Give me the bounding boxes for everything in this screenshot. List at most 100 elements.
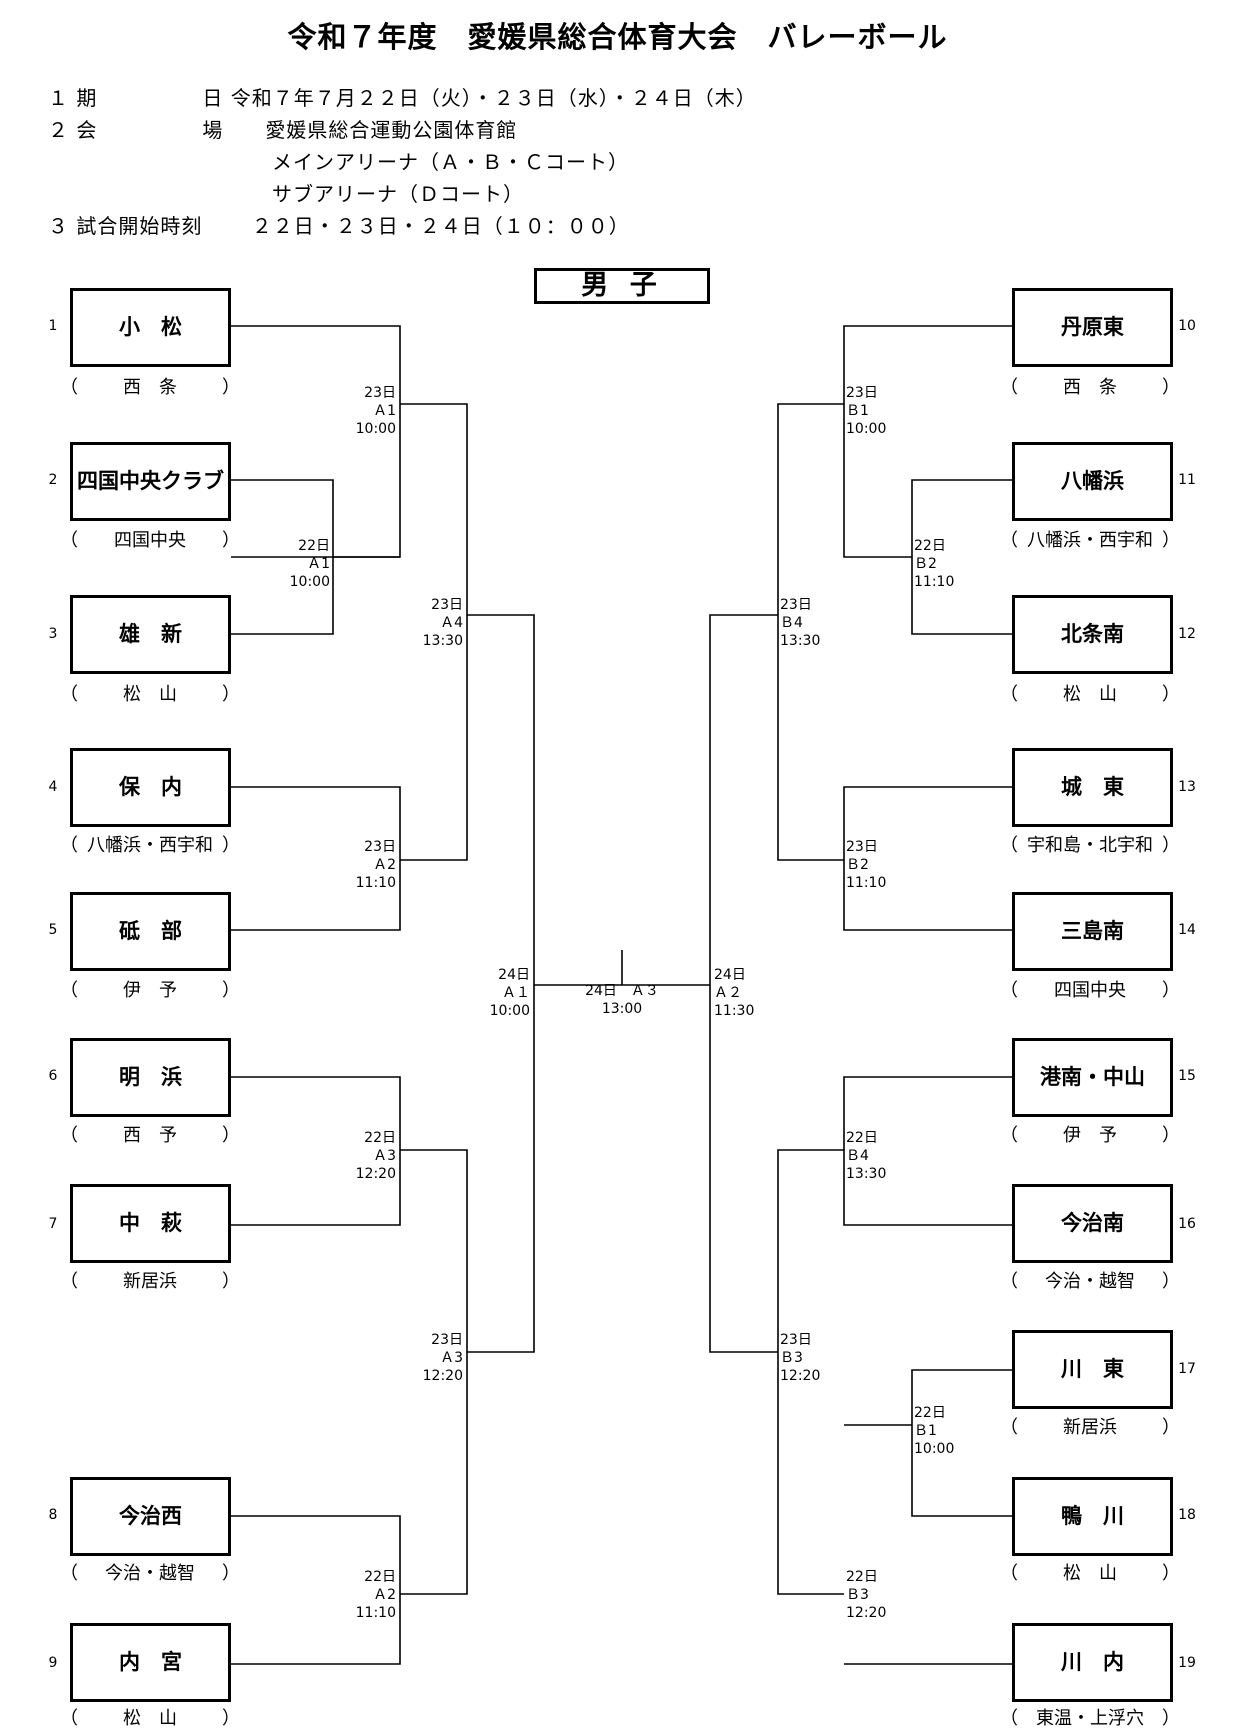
match-label: 23日 Ａ3 12:20 — [422, 1332, 463, 1384]
team-box: 北条南 — [1012, 595, 1173, 674]
team-region-text: 宇和島・北宇和 — [1027, 835, 1153, 856]
team-number: 1 — [48, 318, 58, 334]
team-number: 15 — [1178, 1068, 1196, 1084]
team-number: 6 — [48, 1068, 58, 1084]
info-venue: ２ 会 場 愛媛県総合運動公園体育館 — [48, 118, 518, 142]
info-main-arena: メインアリーナ（Ａ・Ｂ・Ｃコート） — [272, 150, 629, 174]
match-label: 22日 Ｂ1 10:00 — [914, 1405, 955, 1457]
match-label: 22日 Ａ3 12:20 — [355, 1130, 396, 1182]
team-region: （伊 予） — [60, 976, 240, 1002]
info-start-time: ３ 試合開始時刻 ２２日・２３日・２４日（１０：００） — [48, 214, 630, 238]
team-region-text: 新居浜 — [1063, 1417, 1117, 1438]
team-region-text: 西 予 — [123, 1125, 177, 1146]
team-region: （新居浜） — [60, 1267, 240, 1293]
team-box: 四国中央クラブ — [70, 442, 231, 521]
team-region-text: 伊 予 — [1063, 1125, 1117, 1146]
final-match-label: 24日 Ａ３ 13:00 — [585, 983, 659, 1017]
team-number: 7 — [48, 1216, 58, 1232]
match-label: 23日 Ａ1 10:00 — [355, 385, 396, 437]
page-title: 令和７年度 愛媛県総合体育大会 バレーボール — [287, 20, 948, 54]
team-box: 今治西 — [70, 1477, 231, 1556]
team-region-text: 今治・越智 — [105, 1563, 195, 1584]
team-region-text: 松 山 — [1063, 684, 1117, 705]
team-region-text: 東温・上浮穴 — [1036, 1708, 1144, 1729]
match-label: 22日 Ｂ3 12:20 — [846, 1569, 887, 1621]
info-dates: １ 期 日 令和７年７月２２日（火）・２３日（水）・２４日（木） — [48, 86, 757, 110]
match-label: 23日 Ｂ1 10:00 — [846, 385, 887, 437]
team-region: （松 山） — [60, 1704, 240, 1730]
team-box: 丹原東 — [1012, 288, 1173, 367]
match-label: 24日 Ａ２ 11:30 — [714, 967, 755, 1019]
team-region: （四国中央） — [1000, 976, 1180, 1002]
match-label: 22日 Ａ2 11:10 — [355, 1569, 396, 1621]
team-number: 2 — [48, 472, 58, 488]
team-region-text: 新居浜 — [123, 1271, 177, 1292]
team-region-text: 西 条 — [1063, 377, 1117, 398]
team-region-text: 松 山 — [123, 684, 177, 705]
team-region-text: 八幡浜・西宇和 — [87, 835, 213, 856]
team-number: 19 — [1178, 1655, 1196, 1671]
team-region-text: 今治・越智 — [1045, 1271, 1135, 1292]
match-label: 22日 Ｂ4 13:30 — [846, 1130, 887, 1182]
team-number: 13 — [1178, 779, 1196, 795]
match-label: 24日 Ａ１ 10:00 — [489, 967, 530, 1019]
team-region: （西 条） — [60, 373, 240, 399]
match-label: 22日 Ａ1 10:00 — [289, 538, 330, 590]
team-region: （八幡浜・西宇和） — [60, 831, 240, 857]
team-box: 三島南 — [1012, 892, 1173, 971]
team-box: 砥 部 — [70, 892, 231, 971]
team-region: （西 予） — [60, 1121, 240, 1147]
team-box: 今治南 — [1012, 1184, 1173, 1263]
team-box: 八幡浜 — [1012, 442, 1173, 521]
team-box: 内 宮 — [70, 1623, 231, 1702]
team-region: （松 山） — [1000, 1559, 1180, 1585]
team-region: （新居浜） — [1000, 1413, 1180, 1439]
team-number: 8 — [48, 1507, 58, 1523]
team-box: 鴨 川 — [1012, 1477, 1173, 1556]
team-box: 雄 新 — [70, 595, 231, 674]
match-label: 23日 Ｂ3 12:20 — [780, 1332, 821, 1384]
team-number: 18 — [1178, 1507, 1196, 1523]
team-number: 12 — [1178, 626, 1196, 642]
team-region-text: 伊 予 — [123, 980, 177, 1001]
match-label: 23日 Ａ2 11:10 — [355, 839, 396, 891]
team-number: 5 — [48, 922, 58, 938]
team-region: （東温・上浮穴） — [1000, 1704, 1180, 1730]
team-box: 明 浜 — [70, 1038, 231, 1117]
team-box: 保 内 — [70, 748, 231, 827]
team-region-text: 松 山 — [1063, 1563, 1117, 1584]
team-region: （松 山） — [60, 680, 240, 706]
match-label: 23日 Ｂ2 11:10 — [846, 839, 887, 891]
team-region: （宇和島・北宇和） — [1000, 831, 1180, 857]
gender-label: 男 子 — [534, 268, 710, 304]
team-number: 16 — [1178, 1216, 1196, 1232]
team-region: （今治・越智） — [60, 1559, 240, 1585]
match-label: 22日 Ｂ2 11:10 — [914, 538, 955, 590]
team-number: 14 — [1178, 922, 1196, 938]
team-box: 川 東 — [1012, 1330, 1173, 1409]
team-region: （今治・越智） — [1000, 1267, 1180, 1293]
team-number: 4 — [48, 779, 58, 795]
team-region-text: 四国中央 — [114, 530, 186, 551]
team-region: （西 条） — [1000, 373, 1180, 399]
team-region-text: 八幡浜・西宇和 — [1027, 530, 1153, 551]
match-label: 23日 Ａ4 13:30 — [422, 597, 463, 649]
team-region: （松 山） — [1000, 680, 1180, 706]
team-box: 川 内 — [1012, 1623, 1173, 1702]
team-number: 3 — [48, 626, 58, 642]
match-label: 23日 Ｂ4 13:30 — [780, 597, 821, 649]
team-box: 港南・中山 — [1012, 1038, 1173, 1117]
info-sub-arena: サブアリーナ（Ｄコート） — [272, 182, 524, 206]
team-number: 10 — [1178, 318, 1196, 334]
team-region: （四国中央） — [60, 526, 240, 552]
team-number: 9 — [48, 1655, 58, 1671]
team-region: （伊 予） — [1000, 1121, 1180, 1147]
team-number: 11 — [1178, 472, 1196, 488]
team-box: 小 松 — [70, 288, 231, 367]
team-region-text: 四国中央 — [1054, 980, 1126, 1001]
team-box: 中 萩 — [70, 1184, 231, 1263]
team-region-text: 松 山 — [123, 1708, 177, 1729]
team-region: （八幡浜・西宇和） — [1000, 526, 1180, 552]
team-region-text: 西 条 — [123, 377, 177, 398]
